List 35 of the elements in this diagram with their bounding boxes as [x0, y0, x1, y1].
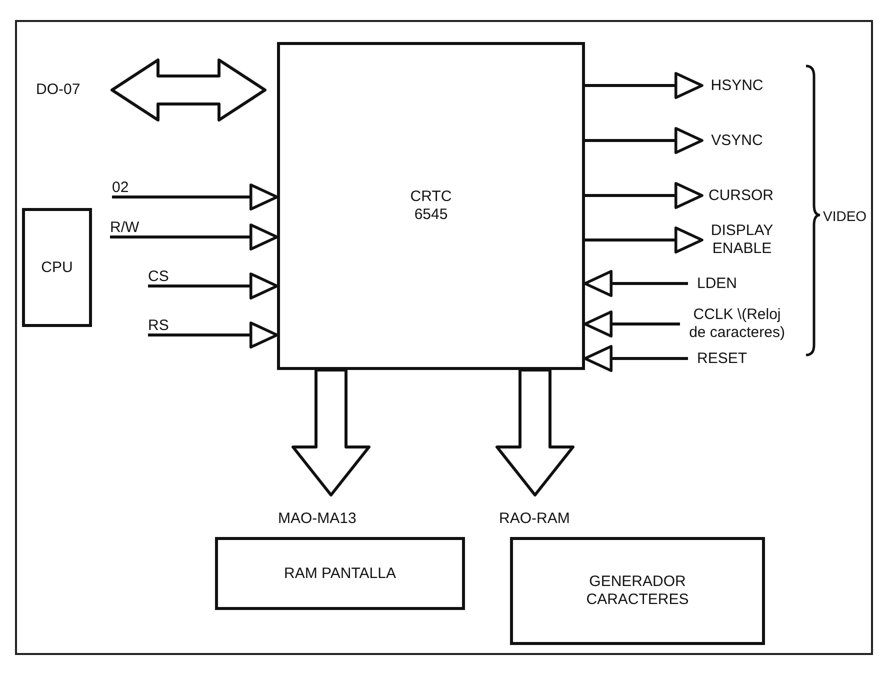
signal-arrow — [148, 321, 278, 349]
signal-arrow — [585, 182, 704, 210]
signal-arrow — [110, 223, 278, 251]
signal-name: RESET — [696, 350, 747, 368]
group-label: VIDEO — [823, 207, 867, 226]
signal-name: VSYNC — [711, 132, 763, 150]
signal-name: CS — [148, 268, 169, 286]
signal-arrow — [584, 344, 688, 372]
signal-arrow — [585, 126, 704, 154]
bus-label: MAO-MA13 — [278, 510, 356, 528]
signal-name: RS — [148, 316, 169, 334]
signal-arrow — [585, 226, 704, 254]
block-box — [277, 42, 585, 370]
block-label: GENERADOR CARACTERES — [585, 573, 690, 609]
signal-arrow — [148, 272, 278, 300]
signal-name: R/W — [110, 218, 140, 236]
signal-arrow — [585, 72, 704, 100]
signal-arrow — [584, 310, 680, 338]
signal-name: 02 — [112, 178, 129, 196]
bus-arrow — [110, 58, 266, 122]
signal-name: LDEN — [696, 274, 737, 292]
signal-name: HSYNC — [710, 76, 764, 94]
block-label: CRTC 6545 — [409, 188, 453, 224]
signal-name: CURSOR — [708, 186, 774, 204]
block-label: RAM PANTALLA — [284, 564, 396, 582]
block-box — [22, 208, 92, 327]
signal-name: DO-07 — [36, 81, 80, 99]
signal-arrow — [584, 270, 688, 298]
bus-arrow — [496, 368, 574, 496]
signal-name: DISPLAY ENABLE — [710, 222, 774, 258]
block-label: CPU — [41, 258, 73, 276]
signal-name: CCLK \(Reloj de caracteres) — [688, 306, 786, 342]
signal-arrow — [112, 183, 278, 211]
bus-label: RAO-RAM — [499, 510, 570, 528]
bus-arrow — [292, 368, 370, 496]
